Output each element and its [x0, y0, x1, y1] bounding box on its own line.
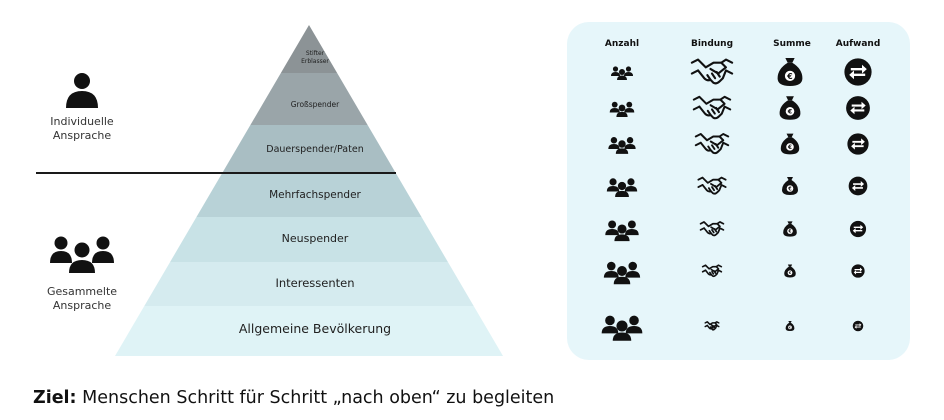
column-header-summe: Summe — [773, 39, 811, 49]
exchange-arrows-icon — [844, 58, 872, 86]
column-header-anzahl: Anzahl — [604, 39, 640, 49]
handshake-icon — [694, 133, 730, 155]
pyramid-tier-stifter — [280, 25, 338, 73]
tier-label-stifter: Stifter Erblasser — [301, 50, 329, 65]
column-header-aufwand: Aufwand — [835, 39, 881, 49]
money-bag-euro-icon: € — [777, 58, 803, 86]
svg-text:€: € — [786, 72, 792, 81]
exchange-arrows-icon — [848, 176, 868, 196]
handshake-icon — [697, 176, 727, 195]
tier-label-allgemeine-bevoelkerung: Allgemeine Bevölkerung — [238, 321, 392, 336]
tier-label-neuspender: Neuspender — [281, 232, 349, 245]
handshake-icon — [690, 58, 734, 85]
people-group-icon — [611, 66, 633, 80]
svg-text:€: € — [788, 271, 792, 275]
svg-text:€: € — [787, 108, 793, 116]
money-bag-euro-icon: € — [783, 221, 797, 237]
pyramid-tier-dauerspender — [222, 125, 396, 172]
exchange-arrows-icon — [851, 264, 865, 278]
handshake-icon — [692, 95, 732, 120]
goal-text: Menschen Schritt für Schritt „nach oben“… — [76, 388, 555, 408]
goal-statement: Ziel: Menschen Schritt für Schritt „nach… — [33, 388, 554, 408]
exchange-arrows-icon — [846, 96, 870, 120]
people-group-icon — [609, 101, 635, 117]
pyramid-tier-interessenten — [144, 262, 474, 306]
money-bag-euro-icon: € — [779, 96, 801, 120]
pyramid-tier-allgemeine-bevoelkerung — [115, 306, 503, 356]
exchange-arrows-icon — [852, 320, 864, 332]
segment-divider-line — [36, 172, 396, 174]
tier-label-interessenten: Interessenten — [275, 276, 355, 290]
people-group-icon — [601, 315, 643, 341]
handshake-icon — [699, 221, 725, 237]
individual-approach-label: Individuelle Ansprache — [50, 115, 114, 142]
tier-label-grossspender: Großspender — [290, 100, 340, 109]
column-header-bindung: Bindung — [690, 39, 734, 49]
goal-prefix: Ziel: — [33, 388, 77, 408]
people-group-icon — [606, 178, 638, 198]
exchange-arrows-icon — [847, 133, 869, 155]
money-bag-euro-icon: € — [785, 321, 795, 331]
handshake-icon — [704, 321, 720, 331]
handshake-icon — [701, 264, 723, 278]
svg-text:€: € — [788, 325, 791, 329]
svg-text:€: € — [787, 145, 792, 151]
people-group-icon — [608, 137, 636, 154]
money-bag-euro-icon: € — [780, 133, 800, 155]
people-group-icon — [50, 236, 114, 273]
collective-approach-label: Gesammelte Ansprache — [46, 285, 118, 312]
svg-text:€: € — [788, 229, 792, 235]
person-icon — [66, 73, 98, 108]
tier-label-mehrfachspender: Mehrfachspender — [269, 189, 361, 201]
pyramid-tier-neuspender — [170, 217, 448, 262]
pyramid-tier-mehrfachspender — [196, 172, 422, 217]
exchange-arrows-icon — [849, 220, 867, 238]
people-group-icon — [603, 261, 641, 285]
tier-label-dauerspender: Dauerspender/Paten — [266, 144, 364, 155]
pyramid-tier-grossspender — [250, 73, 368, 125]
svg-text:€: € — [787, 186, 792, 192]
money-bag-euro-icon: € — [782, 177, 798, 195]
people-group-icon — [605, 220, 639, 242]
money-bag-euro-icon: € — [784, 264, 796, 278]
